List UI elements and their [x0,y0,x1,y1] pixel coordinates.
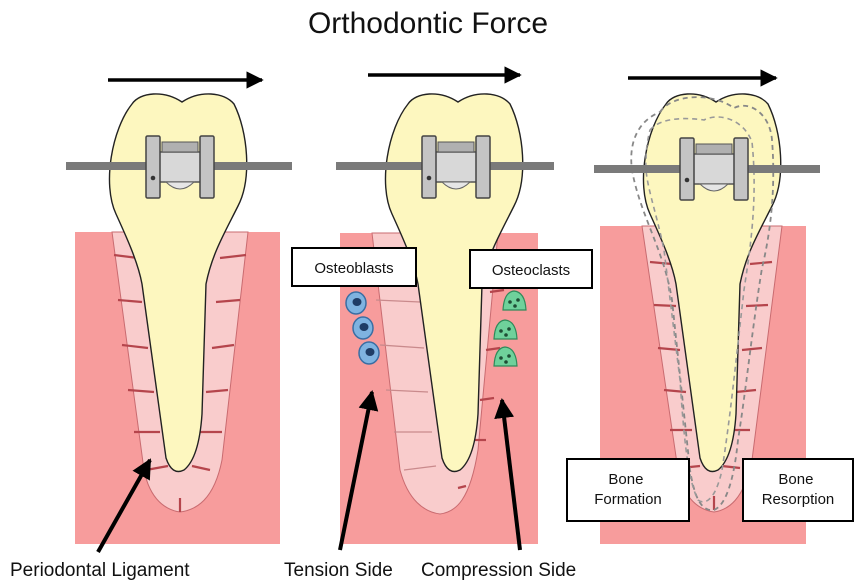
panel-bone-remodeling: Bone Formation Bone Resorption [567,78,853,544]
bone-resorption-box [743,459,853,521]
diagram-title: Orthodontic Force [308,7,548,40]
bracket-icon [422,136,490,198]
compression-side-label: Compression Side [421,560,576,581]
bone-formation-box [567,459,689,521]
periodontal-ligament-label: Periodontal Ligament [10,560,190,581]
osteoclasts-label: Osteoclasts [492,262,570,279]
tension-side-label: Tension Side [284,560,393,581]
panel-initial [66,80,292,552]
osteoblasts-label: Osteoblasts [314,260,393,277]
panel-tooth-movement: Osteoblasts Osteoclasts [292,75,592,550]
bracket-icon [680,138,748,200]
bracket-icon [146,136,214,198]
